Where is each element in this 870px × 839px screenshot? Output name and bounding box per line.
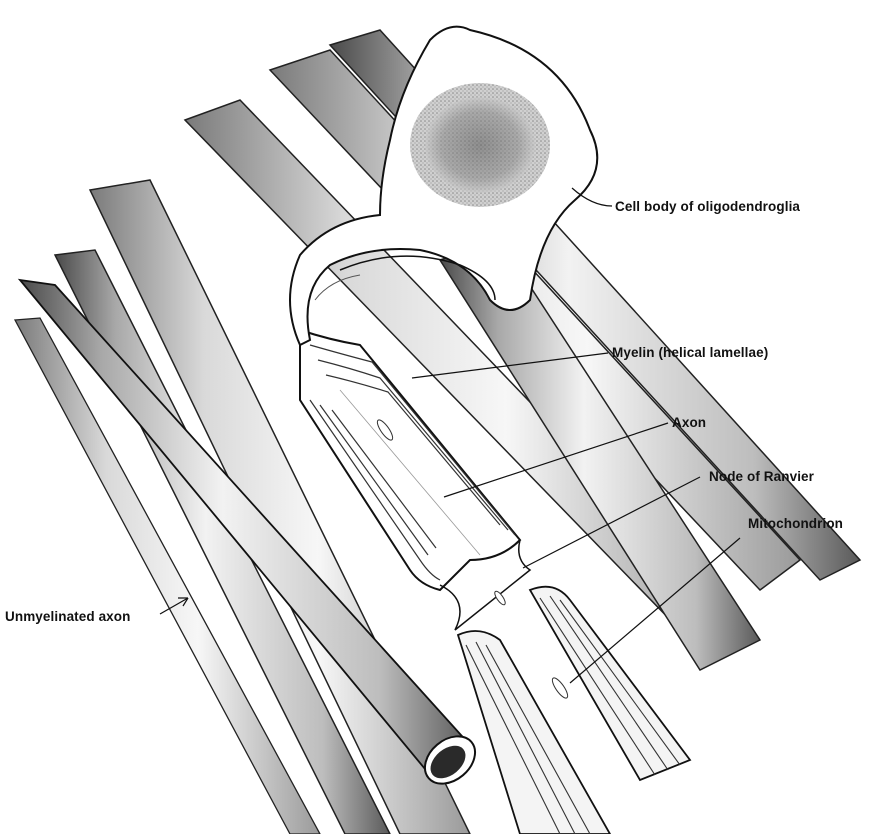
label-myelin: Myelin (helical lamellae) [612,345,768,360]
myelinated-segment-lower [458,587,690,834]
label-mitochondrion: Mitochondrion [748,516,843,531]
label-node-of-ranvier: Node of Ranvier [709,469,814,484]
label-unmyelinated-axon: Unmyelinated axon [5,609,130,624]
label-cell-body: Cell body of oligodendroglia [615,199,800,214]
mitochondrion-lower [550,676,570,700]
label-axon: Axon [672,415,706,430]
